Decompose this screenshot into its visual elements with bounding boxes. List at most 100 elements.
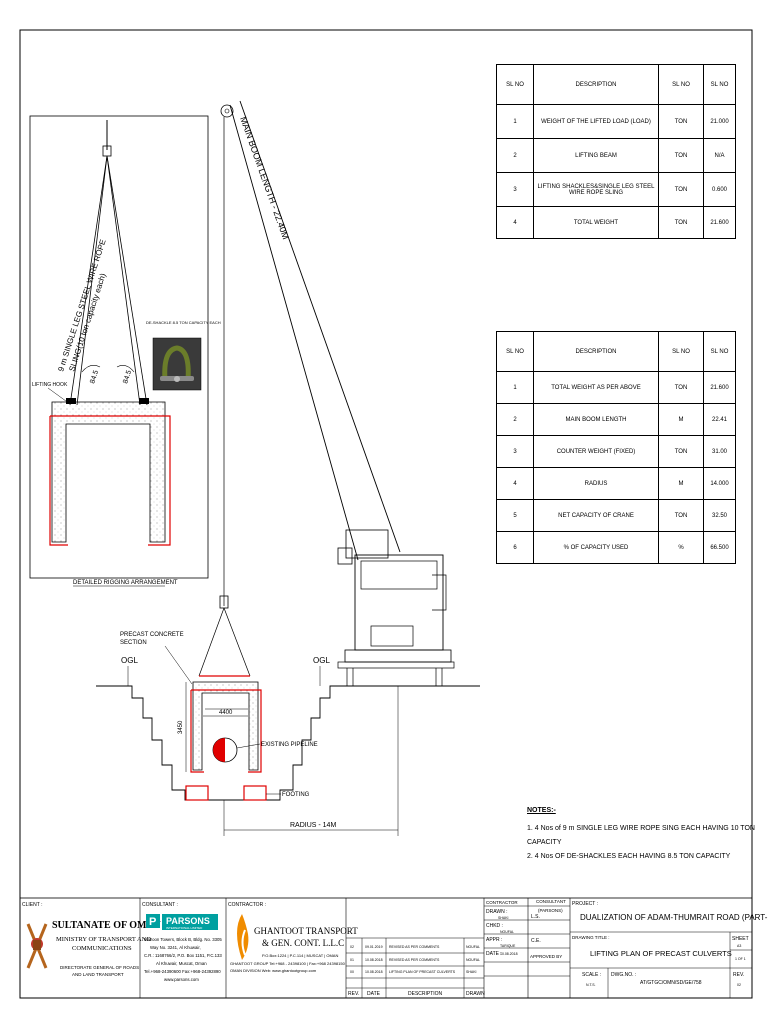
drawn-value: SHAKI (498, 916, 509, 920)
table-cell: NET CAPACITY OF CRANE (533, 499, 659, 532)
rev-0-no: 02 (350, 945, 354, 949)
rev-0-drawn: NOUFAL (466, 945, 480, 949)
crane-table-header: SL NO DESCRIPTION SL NO SL NO (496, 331, 736, 372)
table-row: 2 LIFTING BEAM TON N/A (496, 138, 736, 173)
table-cell: 5 (496, 499, 534, 532)
table-cell: % (658, 531, 704, 564)
contractor-addr-0: P.O.Box:1224 | P.C.114 | MUSCAT | OMAN (262, 953, 338, 958)
header-cell: SL NO (703, 331, 736, 372)
header-cell: SL NO (496, 64, 534, 105)
table-cell: 1 (496, 104, 534, 139)
consultant-label: CONSULTANT : (142, 902, 178, 908)
notes: NOTES:- 1. 4 Nos of 9 m SINGLE LEG WIRE … (527, 804, 768, 864)
contractor-name-2: & GEN. CONT. L.L.C (262, 938, 344, 948)
ogl-right: OGL (313, 656, 330, 665)
table-cell: 3 (496, 172, 534, 207)
rev-2-no: 00 (350, 970, 354, 974)
header-cell: SL NO (658, 331, 704, 372)
ls-label: L.S. (531, 914, 540, 920)
lifting-hook-label: LIFTING HOOK (32, 382, 68, 388)
rev-1-desc: REVISED AS PER COMMENTS (389, 958, 440, 962)
consultant-addr-0: Mazoon Towers, Block B, Bldg. No. 3305 (144, 937, 222, 942)
table-cell: TON (658, 104, 704, 139)
note-item: 1. 4 Nos of 9 m SINGLE LEG WIRE ROPE SIN… (527, 825, 755, 846)
table-row: 4 TOTAL WEIGHT TON 21.600 (496, 206, 736, 239)
table-cell: 22.41 (703, 403, 736, 436)
note-item: 2. 4 Nos OF DE-SHACKLES EACH HAVING 8.5 … (527, 853, 731, 860)
appr-value: TARIQUE (500, 944, 516, 948)
table-cell: % OF CAPACITY USED (533, 531, 659, 564)
angle-left: 84.5 (89, 369, 100, 384)
table-cell: 1 (496, 371, 534, 404)
header-cell: DESCRIPTION (533, 331, 659, 372)
project-label: PROJECT : (572, 901, 598, 907)
consultant-addr-2: C.R.: 1168766/2, P.O. Box 1151, P.C.133 (144, 953, 222, 958)
chkd-label: CHKD : (486, 923, 503, 929)
drawing-title: LIFTING PLAN OF PRECAST CULVERTS (590, 949, 732, 958)
client-name: SULTANATE OF OMAN (52, 920, 162, 931)
table-row: 3 LIFTING SHACKLES&SINGLE LEG STEEL WIRE… (496, 172, 736, 207)
table-cell: TON (658, 172, 704, 207)
precast-label-1: PRECAST CONCRETE (120, 632, 184, 638)
footing-label: FOOTING (282, 792, 310, 798)
ghantoot-logo (237, 914, 249, 960)
boom-label: MAIN BOOM LENGTH - 22.40M (238, 115, 291, 240)
consultant-col-2: (PARSONS) (538, 908, 563, 913)
svg-text:P: P (149, 916, 156, 928)
table-cell: COUNTER WEIGHT (FIXED) (533, 435, 659, 468)
table-cell: M (658, 467, 704, 500)
table-cell: TON (658, 206, 704, 239)
directorate-line-1: DIRECTORATE GENERAL OF ROADS (60, 965, 139, 970)
rev-0-date: 09.01.2019 (365, 945, 383, 949)
scale-label: SCALE : (582, 972, 601, 978)
chkd-value: NOUFAL (500, 930, 514, 934)
pipeline-label: EXISTING PIPELINE (261, 742, 318, 748)
ministry-line-1: MINISTRY OF TRANSPORT AND (56, 936, 151, 943)
table-cell: 66.500 (703, 531, 736, 564)
sheet-label: SHEET (732, 936, 749, 942)
contractor-name-1: GHANTOOT TRANSPORT (254, 926, 358, 936)
appr-label: APPR : (486, 937, 502, 943)
table-cell: 14.000 (703, 467, 736, 500)
load-table-header: SL NO DESCRIPTION SL NO SL NO (496, 64, 736, 105)
title-block: CLIENT : SULTANATE OF OMAN MINISTRY OF T… (19, 897, 768, 999)
table-cell: 2 (496, 138, 534, 173)
contractor-addr-1: GHANTOOT GROUP Tel:+968 - 24398100 | Fax… (230, 961, 346, 966)
table-cell: 21.600 (703, 371, 736, 404)
angle-right: 84.5 (122, 369, 133, 384)
consultant-name: PARSONS (166, 916, 210, 926)
table-cell: 2 (496, 403, 534, 436)
ogl-left: OGL (121, 656, 138, 665)
consultant-addr-4: Tel.+968-24390600 Fax:+968-24392890 (144, 969, 221, 974)
directorate-line-2: AND LAND TRANSPORT (72, 972, 124, 977)
sheet-of: 1 OF 1 (735, 957, 746, 961)
approved-by: APPROVED BY (530, 954, 562, 959)
consultant-addr-1: Way No. 3241, Al Khuwair, (150, 945, 201, 950)
table-cell: TON (658, 138, 704, 173)
table-cell: LIFTING BEAM (533, 138, 659, 173)
rev-header-desc: DESCRIPTION (408, 991, 443, 997)
radius-label: RADIUS - 14M (290, 822, 336, 829)
table-cell: 32.50 (703, 499, 736, 532)
table-cell: 21.000 (703, 104, 736, 139)
drawing-title-label: DRAWING TITLE : (572, 935, 610, 940)
oman-emblem (26, 923, 48, 969)
precast-label-2: SECTION (120, 640, 147, 646)
sheet-value: A3 (737, 944, 741, 948)
header-cell: DESCRIPTION (533, 64, 659, 105)
table-cell: TON (658, 499, 704, 532)
contractor-addr-2: OMAN DIVISION Web: www.ghantootgroup.com (230, 968, 317, 973)
table-cell: WEIGHT OF THE LIFTED LOAD (LOAD) (533, 104, 659, 139)
project-name: DUALIZATION OF ADAM-THUMRAIT ROAD (PART-… (580, 913, 768, 922)
consultant-addr-5: www.parsons.com (164, 977, 199, 982)
table-cell: MAIN BOOM LENGTH (533, 403, 659, 436)
crane-table: SL NO DESCRIPTION SL NO SL NO 1 TOTAL WE… (496, 331, 736, 564)
height-dimension: 3450 (178, 720, 184, 734)
table-row: 6 % OF CAPACITY USED % 66.500 (496, 531, 736, 564)
rev-0-desc: REVISED AS PER COMMENTS (389, 945, 440, 949)
ce-label: C.E. (531, 938, 541, 944)
rev-2-desc: LIFTING PLAN OF PRECAST CULVERTS (389, 970, 456, 974)
table-cell: TON (658, 371, 704, 404)
rev-header-rev: REV. (348, 991, 359, 997)
table-row: 1 TOTAL WEIGHT AS PER ABOVE TON 21.600 (496, 371, 736, 404)
